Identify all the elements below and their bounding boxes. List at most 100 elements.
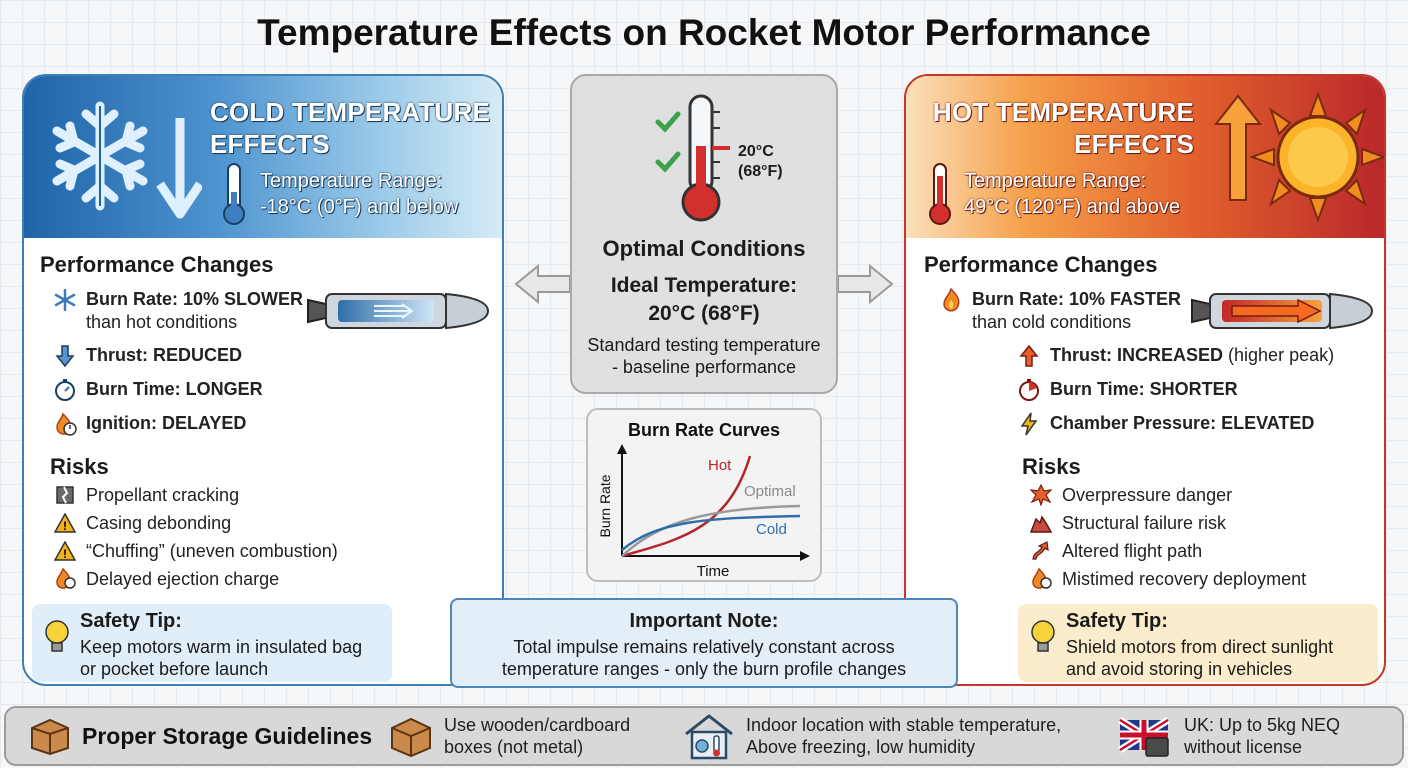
snowflake-icon [52, 101, 202, 219]
hot-risk-text: Altered flight path [1062, 540, 1203, 561]
standard-testing: Standard testing temperature - baseline … [572, 334, 836, 378]
chart-y-axis-arrow [617, 444, 627, 454]
arrow-right-icon [837, 263, 894, 305]
stopwatch-icon [1016, 378, 1042, 402]
hot-title-line1: HOT TEMPERATURE [932, 97, 1194, 127]
storage-item2-line1: Indoor location with stable temperature, [746, 715, 1062, 735]
cold-rocket-motor-icon [307, 292, 490, 330]
hot-risk-text: Structural failure risk [1062, 512, 1227, 533]
storage-title: Proper Storage Guidelines [82, 722, 373, 749]
cold-risk-text: Delayed ejection charge [86, 568, 280, 589]
storage-item-uk-text: UK: Up to 5kg NEQ without license [1184, 714, 1340, 758]
storage-item-boxes: Use wooden/cardboard boxes (not metal) [388, 708, 630, 764]
hot-safety-tip: Safety Tip: Shield motors from direct su… [1018, 604, 1378, 682]
cold-range-value: -18°C (0°F) and below [260, 196, 459, 218]
arrow-left-icon [514, 263, 571, 305]
box-icon [391, 717, 431, 758]
hot-header: HOT TEMPERATURE EFFECTS Temperature Rang… [906, 76, 1384, 238]
cold-range-label: Temperature Range: [260, 170, 443, 192]
chart-title: Burn Rate Curves [628, 420, 780, 440]
chart-y-label: Burn Rate [597, 474, 613, 537]
page-title: Temperature Effects on Rocket Motor Perf… [257, 12, 1151, 53]
storage-item-indoor-text: Indoor location with stable temperature,… [746, 714, 1061, 758]
important-note: Important Note: Total impulse remains re… [450, 598, 958, 688]
thermometer-label-f: (68°F) [738, 163, 783, 180]
cold-burn-time-value: Burn Time: LONGER [86, 379, 263, 399]
cold-title-line2: EFFECTS [210, 129, 330, 159]
hot-tip-text: Shield motors from direct sunlight and a… [1066, 637, 1334, 679]
lightbulb-icon [1031, 620, 1055, 652]
cold-performance-title: Performance Changes [40, 252, 274, 277]
curved-arrow-icon [1028, 540, 1054, 562]
ideal-value: 20°C (68°F) [648, 302, 760, 325]
cracked-block-icon [52, 484, 78, 506]
note-line1: Total impulse remains relatively constan… [513, 637, 895, 657]
hot-burn-time-value: Burn Time: SHORTER [1050, 379, 1238, 399]
cold-burn-time: Burn Time: LONGER [52, 378, 263, 402]
cold-risk-item: Propellant cracking [52, 484, 239, 506]
note-text: Total impulse remains relatively constan… [452, 636, 956, 680]
hot-range: Temperature Range: 49°C (120°F) and abov… [964, 168, 1180, 220]
storage-item2-line2: Above freezing, low humidity [746, 737, 976, 757]
cold-title-line1: COLD TEMPERATURE [210, 97, 491, 127]
cold-risk-item: ! “Chuffing” (uneven combustion) [52, 540, 338, 562]
cold-ignition-value: Ignition: DELAYED [86, 413, 247, 433]
explosion-icon [1028, 484, 1054, 506]
hot-burn-time: Burn Time: SHORTER [1016, 378, 1238, 402]
cold-thrust-value: Thrust: REDUCED [86, 345, 242, 365]
hot-risk-item: Structural failure risk [1028, 512, 1226, 534]
hot-risk-text: Mistimed recovery deployment [1062, 568, 1307, 589]
svg-text:!: ! [63, 519, 67, 533]
hot-tip-title: Safety Tip: [1066, 610, 1168, 632]
flame-clock-icon [52, 568, 78, 590]
flame-clock-icon [52, 412, 78, 436]
storage-title-item: Proper Storage Guidelines [28, 708, 372, 764]
cold-burn-rate-note: than hot conditions [86, 312, 238, 332]
cold-header: COLD TEMPERATURE EFFECTS Temperature Ran… [24, 76, 502, 238]
storage-item1-line1: Use wooden/cardboard [444, 715, 631, 735]
hot-range-label: Temperature Range: [964, 170, 1147, 192]
hot-range-value: 49°C (120°F) and above [964, 196, 1181, 218]
ideal-temperature: Ideal Temperature: 20°C (68°F) [572, 272, 836, 328]
hot-burn-rate-value: Burn Rate: 10% FASTER [972, 289, 1182, 309]
hot-thrust-value: Thrust: INCREASED [1050, 345, 1224, 365]
burn-rate-chart: Burn Rate Curves Burn Rate Time Hot Opti… [586, 408, 822, 582]
chart-x-label: Time [697, 563, 730, 580]
hot-thrust: Thrust: INCREASED (higher peak) [1016, 344, 1334, 368]
chart-x-axis-arrow [800, 551, 810, 561]
standard-line2: - baseline performance [611, 357, 797, 377]
box-icon [31, 718, 69, 756]
storage-item1-line2: boxes (not metal) [444, 737, 584, 757]
cold-risk-text: “Chuffing” (uneven combustion) [86, 540, 338, 561]
cold-range: Temperature Range: -18°C (0°F) and below [260, 168, 458, 220]
hot-rocket-motor-icon [1191, 292, 1374, 330]
hot-thrust-note: (higher peak) [1228, 345, 1335, 365]
hot-chamber-pressure: Chamber Pressure: ELEVATED [1016, 412, 1314, 436]
cold-safety-tip: Safety Tip: Keep motors warm in insulate… [32, 604, 392, 682]
storage-item-boxes-text: Use wooden/cardboard boxes (not metal) [444, 714, 630, 758]
flame-icon [938, 288, 964, 312]
chart-legend-hot: Hot [708, 457, 732, 474]
cold-tip-title: Safety Tip: [80, 610, 182, 632]
cold-effects-panel: COLD TEMPERATURE EFFECTS Temperature Ran… [22, 74, 504, 686]
snowflake-small-icon [52, 288, 78, 312]
hot-effects-panel: HOT TEMPERATURE EFFECTS Temperature Rang… [904, 74, 1386, 686]
stopwatch-icon [52, 378, 78, 402]
broken-structure-icon [1028, 512, 1054, 534]
chart-series-cold [621, 514, 801, 551]
cold-risk-item: Delayed ejection charge [52, 568, 279, 590]
arrow-up-icon [1016, 344, 1042, 368]
cold-burn-rate-value: Burn Rate: 10% SLOWER [86, 289, 304, 309]
thermometer-icon [223, 163, 245, 225]
storage-item-indoor: Indoor location with stable temperature,… [682, 708, 1061, 764]
optimal-title: Optimal Conditions [602, 236, 806, 261]
warning-icon: ! [52, 540, 78, 562]
hot-title: HOT TEMPERATURE EFFECTS [933, 96, 1194, 160]
ideal-label: Ideal Temperature: [610, 274, 798, 297]
lightning-icon [1016, 412, 1042, 436]
chart-series-optimal [621, 504, 801, 557]
thermometer-label: 20°C (68°F) [738, 142, 783, 182]
uk-flag-icon [1118, 717, 1170, 757]
svg-text:!: ! [63, 547, 67, 561]
hot-risk-item: Mistimed recovery deployment [1028, 568, 1306, 590]
